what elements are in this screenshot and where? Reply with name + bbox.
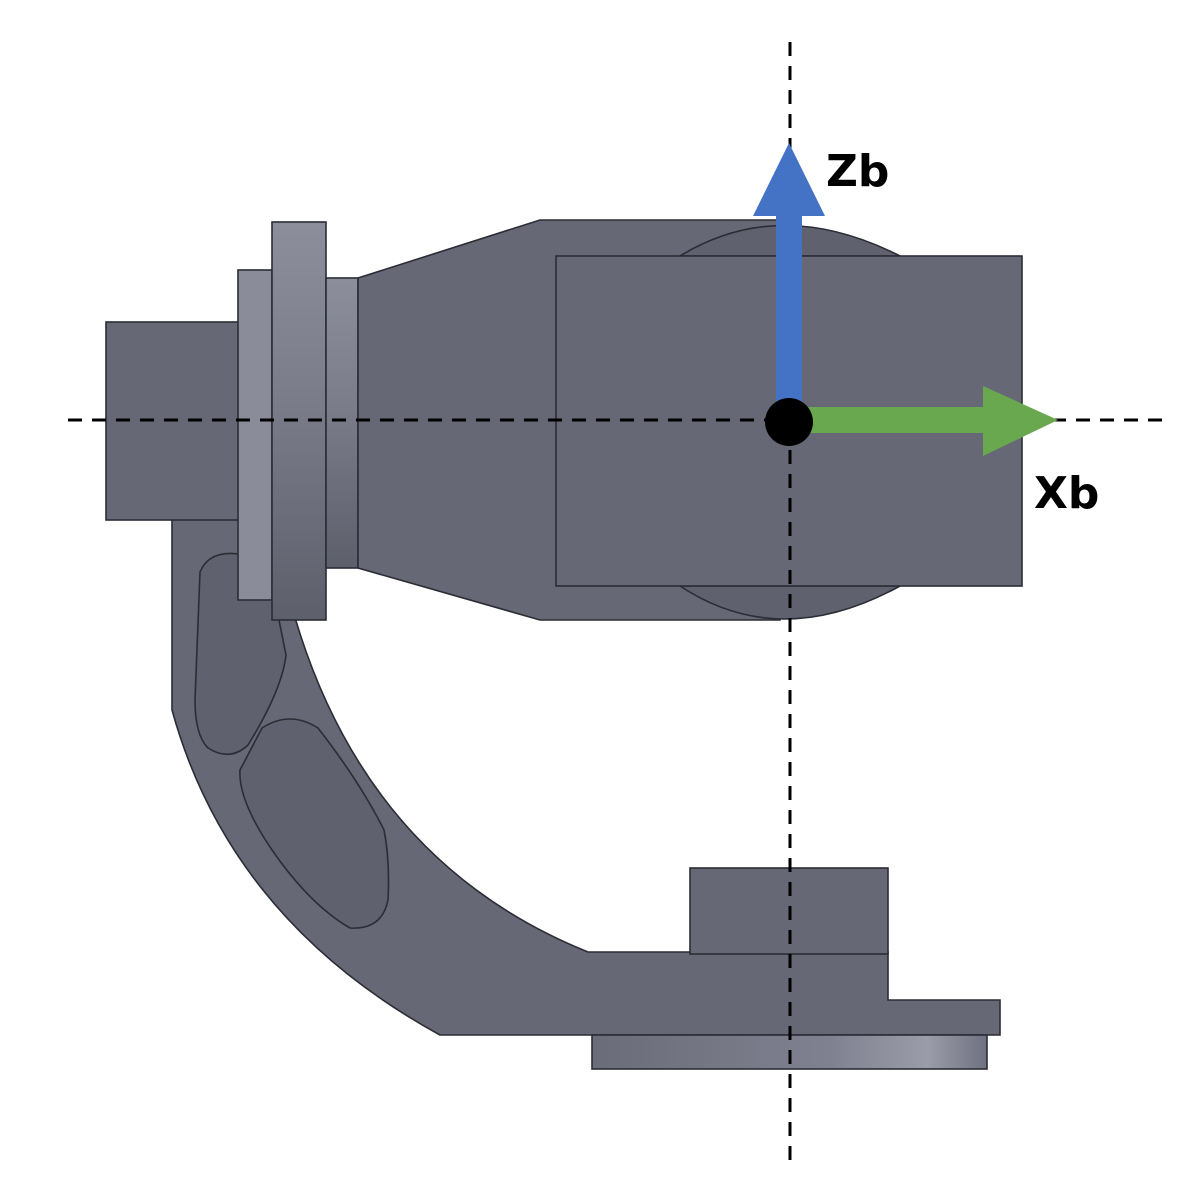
front-flange xyxy=(325,277,359,569)
rear-flange xyxy=(237,269,273,601)
x-axis-arrowhead xyxy=(983,386,1058,456)
origin-point xyxy=(765,398,813,446)
x-axis-label: Xb xyxy=(1034,468,1099,519)
z-axis-shaft xyxy=(776,214,802,420)
z-axis-label: Zb xyxy=(826,146,889,197)
x-axis-shaft xyxy=(790,407,986,433)
arm-slot-lower xyxy=(239,718,390,929)
z-axis-arrowhead xyxy=(753,143,825,216)
